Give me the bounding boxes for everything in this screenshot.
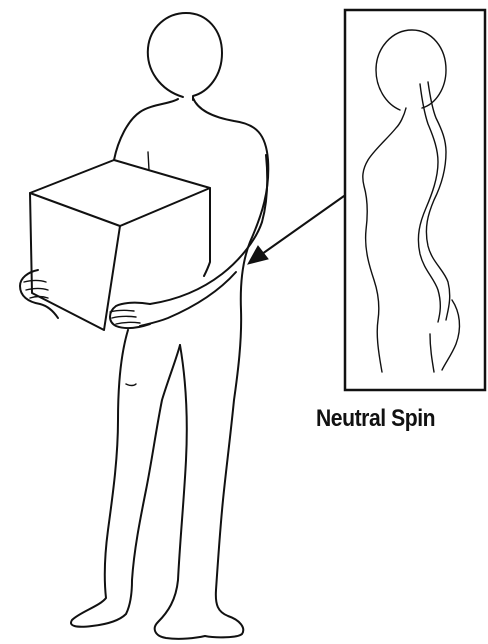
person-left-shoulder bbox=[114, 99, 178, 160]
person-back-contour bbox=[193, 98, 268, 637]
box-top-face bbox=[30, 160, 210, 226]
person-forearm bbox=[140, 272, 236, 326]
inset-spine-panel bbox=[345, 10, 485, 390]
person-head bbox=[148, 13, 222, 100]
box-right-face bbox=[204, 188, 210, 276]
person-chest-line bbox=[148, 152, 149, 170]
person-figure bbox=[71, 13, 268, 639]
box-front-face bbox=[30, 193, 120, 330]
person-front-leg bbox=[71, 330, 180, 627]
caption-label: Neutral Spin bbox=[316, 405, 435, 433]
person-right-arm bbox=[150, 155, 267, 304]
person-back-leg bbox=[155, 345, 205, 639]
person-knee-detail bbox=[126, 384, 136, 386]
left-hand bbox=[20, 270, 58, 318]
arrowhead bbox=[248, 246, 268, 264]
